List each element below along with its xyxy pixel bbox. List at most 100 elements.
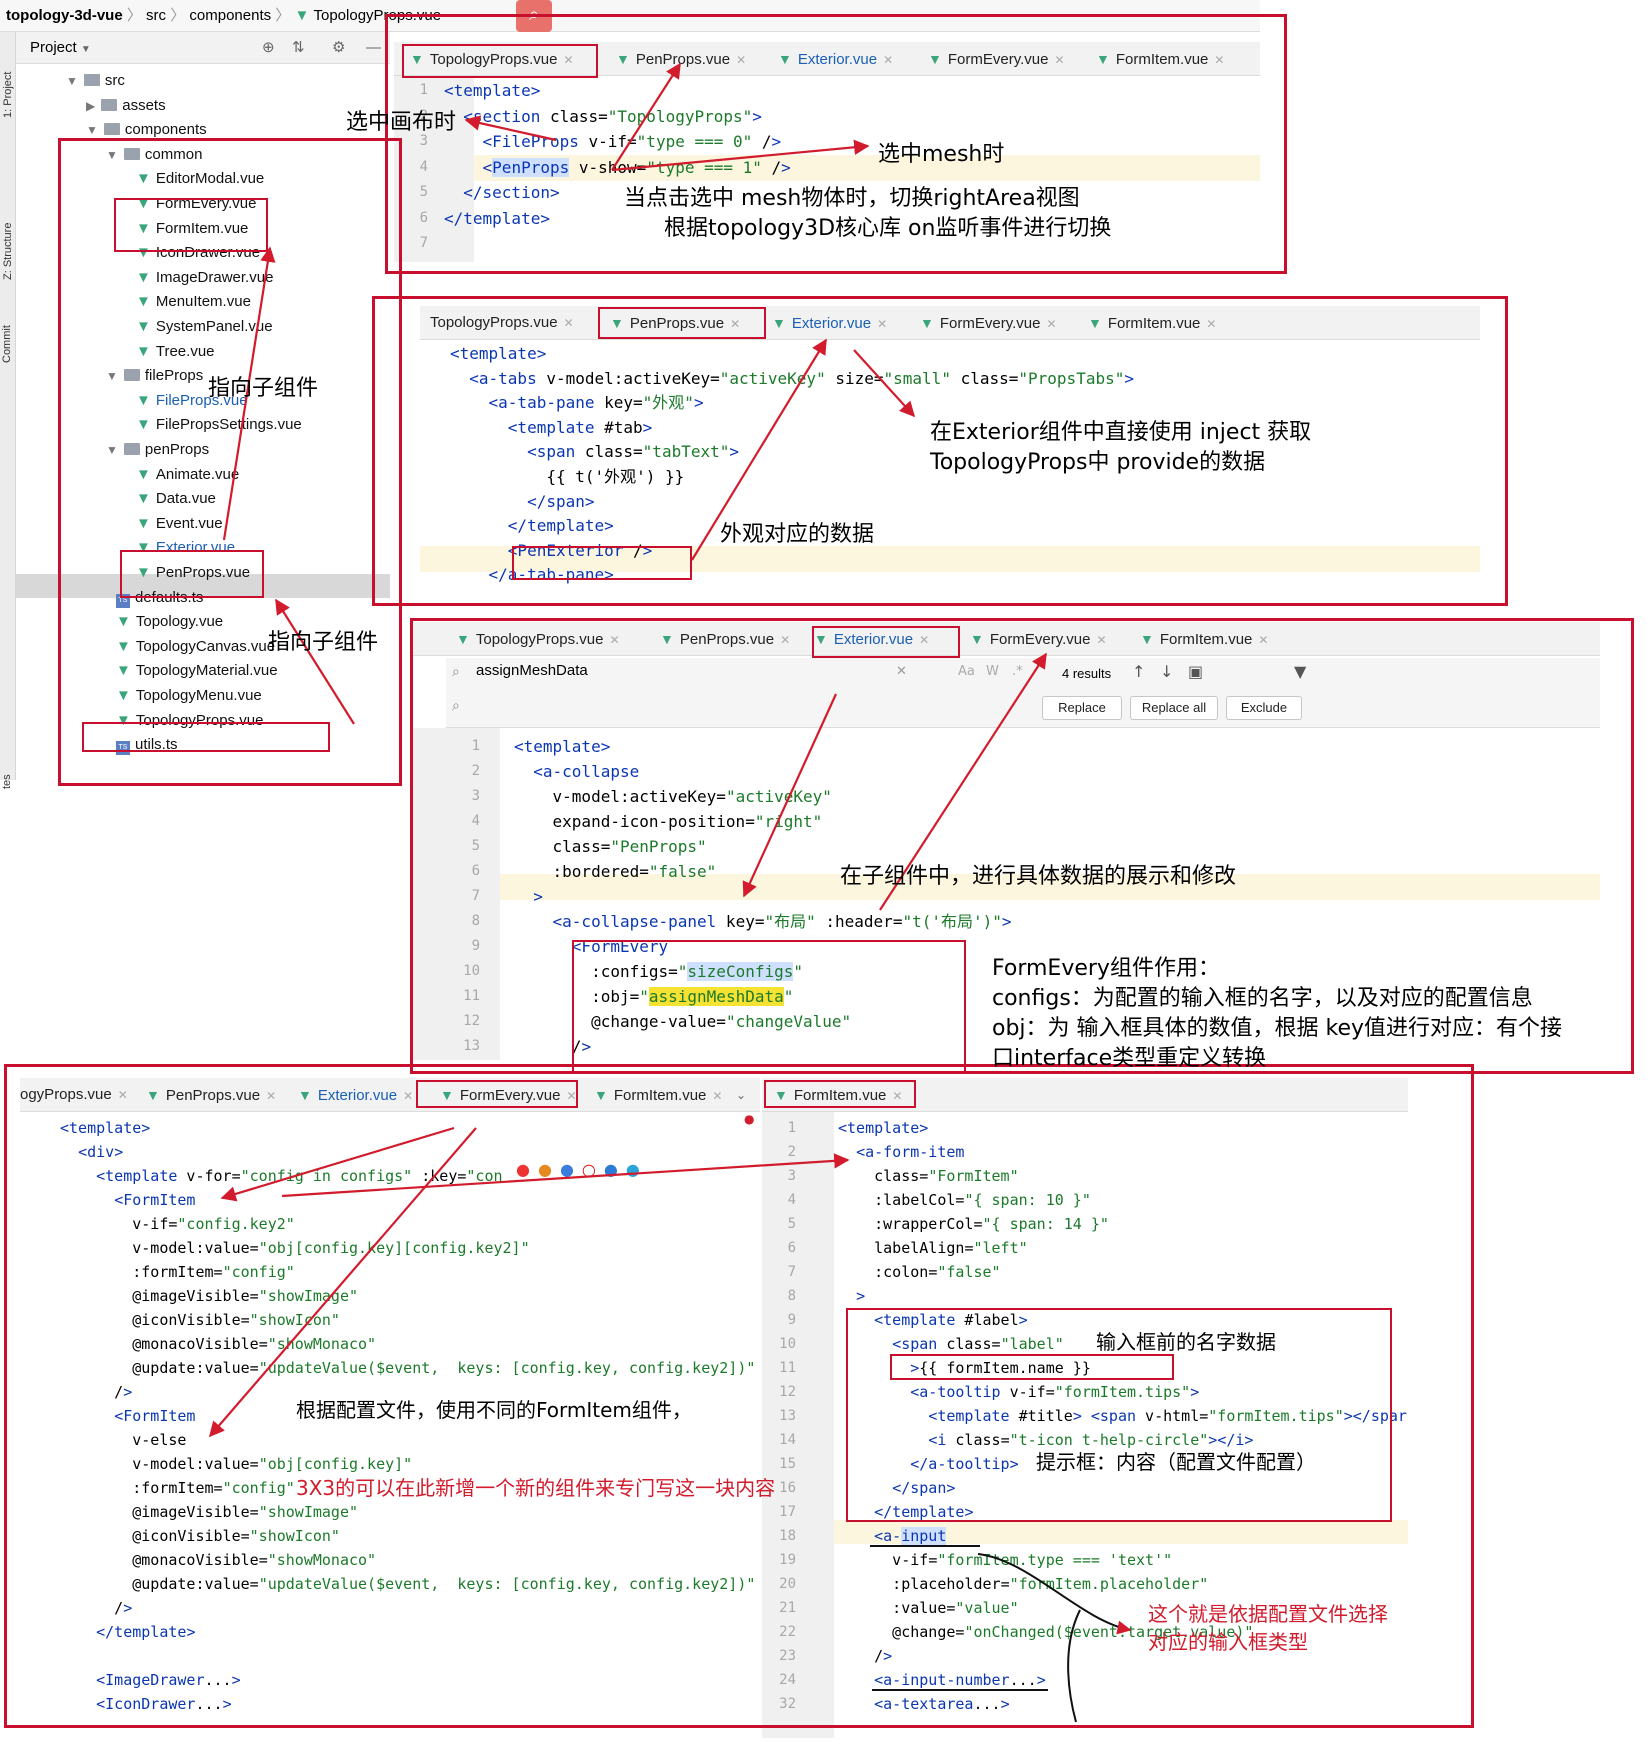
tree-item[interactable]: ▼FormEvery.vue bbox=[136, 193, 256, 215]
locate-icon[interactable]: ⊕ bbox=[262, 39, 275, 56]
breadcrumb-components[interactable]: components bbox=[189, 7, 272, 24]
tab-formitem[interactable]: ▼FormItem.vue✕ bbox=[774, 1078, 902, 1112]
tab-formevery[interactable]: ▼FormEvery.vue✕ bbox=[970, 622, 1107, 656]
tab-formitem[interactable]: ▼FormItem.vue✕ bbox=[1140, 622, 1268, 656]
close-icon[interactable]: ✕ bbox=[1258, 633, 1269, 647]
close-icon[interactable]: ✕ bbox=[1046, 317, 1057, 331]
tree-item[interactable]: ▼TopologyMenu.vue bbox=[116, 685, 262, 707]
close-icon[interactable]: ✕ bbox=[563, 316, 574, 330]
match-case-icon[interactable]: Aa bbox=[958, 664, 975, 679]
tab-exterior[interactable]: ▼Exterior.vue✕ bbox=[814, 622, 929, 656]
tab-exterior[interactable]: ▼Exterior.vue✕ bbox=[298, 1078, 413, 1112]
words-icon[interactable]: W bbox=[986, 664, 999, 679]
close-icon[interactable]: ✕ bbox=[780, 633, 791, 647]
tab-topologyprops[interactable]: TopologyProps.vue✕ bbox=[430, 314, 574, 331]
close-icon[interactable]: ✕ bbox=[1206, 317, 1217, 331]
expand-arrow-icon[interactable]: ▼ bbox=[106, 369, 118, 384]
close-icon[interactable]: ✕ bbox=[730, 317, 741, 331]
close-icon[interactable]: ✕ bbox=[1214, 53, 1225, 67]
close-icon[interactable]: ✕ bbox=[117, 1088, 128, 1102]
tree-item[interactable]: ▼FilePropsSettings.vue bbox=[136, 414, 302, 436]
minimize-icon[interactable]: — bbox=[366, 39, 381, 56]
breadcrumb-file[interactable]: TopologyProps.vue bbox=[313, 7, 442, 24]
close-icon[interactable]: ✕ bbox=[266, 1089, 277, 1103]
tree-item[interactable]: ▼Exterior.vue bbox=[136, 537, 235, 559]
filter-icon[interactable]: ▼ bbox=[1294, 662, 1307, 681]
clear-icon[interactable]: ✕ bbox=[896, 664, 907, 679]
tab-list-chevron-icon[interactable]: ⌄ bbox=[736, 1088, 747, 1102]
search-input[interactable]: assignMeshData bbox=[476, 662, 588, 679]
tree-item[interactable]: ▼Data.vue bbox=[136, 488, 216, 510]
tab-formitem[interactable]: ▼FormItem.vue✕ bbox=[594, 1078, 722, 1112]
close-icon[interactable]: ✕ bbox=[609, 633, 620, 647]
gear-icon[interactable]: ⚙ bbox=[332, 39, 346, 56]
tab-formevery[interactable]: ▼FormEvery.vue✕ bbox=[920, 306, 1057, 340]
close-icon[interactable]: ✕ bbox=[892, 1089, 903, 1103]
code-area[interactable]: <template> <div> <template v-for="config… bbox=[20, 1116, 760, 1738]
tab-exterior[interactable]: ▼Exterior.vue✕ bbox=[778, 42, 893, 76]
close-icon[interactable]: ✕ bbox=[1096, 633, 1107, 647]
close-icon[interactable]: ✕ bbox=[877, 317, 888, 331]
tree-item[interactable]: ▼penProps bbox=[106, 439, 209, 461]
tab-formitem[interactable]: ▼FormItem.vue✕ bbox=[1088, 306, 1216, 340]
side-tab-structure[interactable]: Z: Structure bbox=[2, 222, 14, 280]
close-icon[interactable]: ✕ bbox=[919, 633, 930, 647]
side-tab-commit[interactable]: Commit bbox=[1, 325, 13, 363]
close-icon[interactable]: ✕ bbox=[563, 53, 574, 67]
project-dropdown[interactable]: Project ▼ bbox=[30, 39, 91, 56]
breadcrumb-src[interactable]: src bbox=[146, 7, 167, 24]
close-icon[interactable]: ✕ bbox=[566, 1089, 577, 1103]
tree-item[interactable]: ▼common bbox=[106, 144, 202, 166]
replace-button[interactable]: Replace bbox=[1042, 696, 1122, 720]
tree-item[interactable]: ▼components bbox=[86, 119, 207, 141]
tab-topologyprops[interactable]: ogyProps.vue✕ bbox=[20, 1086, 128, 1103]
expand-arrow-icon[interactable]: ▼ bbox=[66, 74, 78, 88]
side-tab-project[interactable]: 1: Project bbox=[2, 71, 14, 118]
side-tab-tes[interactable]: tes bbox=[1, 774, 13, 789]
tree-item[interactable]: ▼Event.vue bbox=[136, 513, 223, 535]
tab-penprops[interactable]: ▼PenProps.vue✕ bbox=[610, 306, 740, 340]
exclude-button[interactable]: Exclude bbox=[1226, 696, 1302, 720]
breadcrumb-project[interactable]: topology-3d-vue bbox=[6, 7, 123, 24]
expand-arrow-icon[interactable]: ▼ bbox=[86, 123, 98, 138]
tree-item[interactable]: ▼TopologyProps.vue bbox=[116, 710, 263, 732]
tree-item[interactable]: ▼Animate.vue bbox=[136, 464, 239, 486]
tree-item[interactable]: ▼EditorModal.vue bbox=[136, 168, 264, 190]
search-icon[interactable]: ⌕ bbox=[516, 0, 552, 32]
tree-item[interactable]: ▼Topology.vue bbox=[116, 611, 223, 633]
tree-item[interactable]: ▼MenuItem.vue bbox=[136, 291, 251, 313]
tab-penprops[interactable]: ▼PenProps.vue✕ bbox=[616, 42, 746, 76]
tree-item[interactable]: ▼IconDrawer.vue bbox=[136, 242, 260, 264]
tree-item[interactable]: ▼SystemPanel.vue bbox=[136, 316, 273, 338]
tab-topologyprops[interactable]: ▼TopologyProps.vue✕ bbox=[410, 42, 574, 76]
close-icon[interactable]: ✕ bbox=[1054, 53, 1065, 67]
tree-item[interactable]: ▼ImageDrawer.vue bbox=[136, 267, 273, 289]
collapse-all-icon[interactable]: ⇅ bbox=[292, 39, 305, 56]
tree-item[interactable]: ▶assets bbox=[86, 95, 166, 117]
tree-item[interactable]: ▼src bbox=[66, 70, 125, 92]
tree-item[interactable]: ▼TopologyCanvas.vue bbox=[116, 636, 275, 658]
select-all-icon[interactable]: ▣ bbox=[1188, 662, 1204, 681]
expand-arrow-icon[interactable]: ▼ bbox=[106, 147, 118, 162]
close-icon[interactable]: ✕ bbox=[712, 1089, 723, 1103]
tab-formevery[interactable]: ▼FormEvery.vue✕ bbox=[440, 1078, 577, 1112]
replace-all-button[interactable]: Replace all bbox=[1130, 696, 1218, 720]
tab-exterior[interactable]: ▼Exterior.vue✕ bbox=[772, 306, 887, 340]
expand-arrow-icon[interactable]: ▼ bbox=[106, 443, 118, 457]
collapse-arrow-icon[interactable]: ▶ bbox=[86, 98, 96, 113]
tab-formevery[interactable]: ▼FormEvery.vue✕ bbox=[928, 42, 1065, 76]
tree-item[interactable]: ▼TopologyMaterial.vue bbox=[116, 660, 278, 682]
tab-formitem[interactable]: ▼FormItem.vue✕ bbox=[1096, 42, 1224, 76]
tree-item[interactable]: ▼fileProps bbox=[106, 365, 203, 387]
tab-topologyprops[interactable]: ▼TopologyProps.vue✕ bbox=[456, 622, 620, 656]
regex-icon[interactable]: .* bbox=[1012, 664, 1023, 679]
tree-item[interactable]: ▼PenProps.vue bbox=[136, 562, 250, 584]
tab-penprops[interactable]: ▼PenProps.vue✕ bbox=[660, 622, 790, 656]
arrow-up-icon[interactable]: ↑ bbox=[1132, 662, 1146, 681]
tab-penprops[interactable]: ▼PenProps.vue✕ bbox=[146, 1078, 276, 1112]
tree-item[interactable]: ▼Tree.vue bbox=[136, 341, 215, 363]
